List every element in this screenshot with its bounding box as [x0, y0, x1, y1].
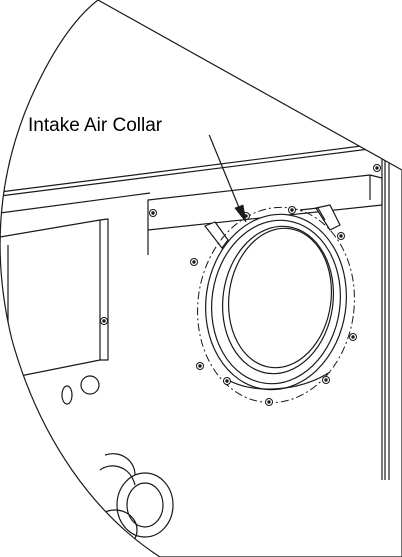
screw-icon [349, 333, 357, 341]
collar-bottom-lip [224, 371, 331, 390]
arrowhead-icon [234, 204, 247, 223]
cabinet-top-edge [0, 142, 386, 214]
collar-flange-tabs [204, 204, 341, 249]
port-hole [61, 385, 73, 405]
screw-icon [100, 317, 108, 325]
screw-icon [373, 164, 381, 172]
intake-air-collar [205, 213, 347, 391]
screw-icon [223, 377, 231, 385]
screw-icon [265, 398, 273, 406]
callout-label-background [26, 111, 212, 135]
callout-label: Intake Air Collar [28, 115, 163, 136]
screw-icon [190, 258, 198, 266]
port-hole [80, 375, 100, 395]
mounting-bracket [147, 174, 383, 255]
screw-icon [337, 232, 345, 240]
collar-seal-outline [197, 206, 355, 404]
screw-icon [149, 209, 157, 217]
screw-icon [288, 206, 296, 214]
screw-icon [196, 362, 204, 370]
screw-icon [322, 376, 330, 384]
callout-leader [207, 131, 247, 223]
